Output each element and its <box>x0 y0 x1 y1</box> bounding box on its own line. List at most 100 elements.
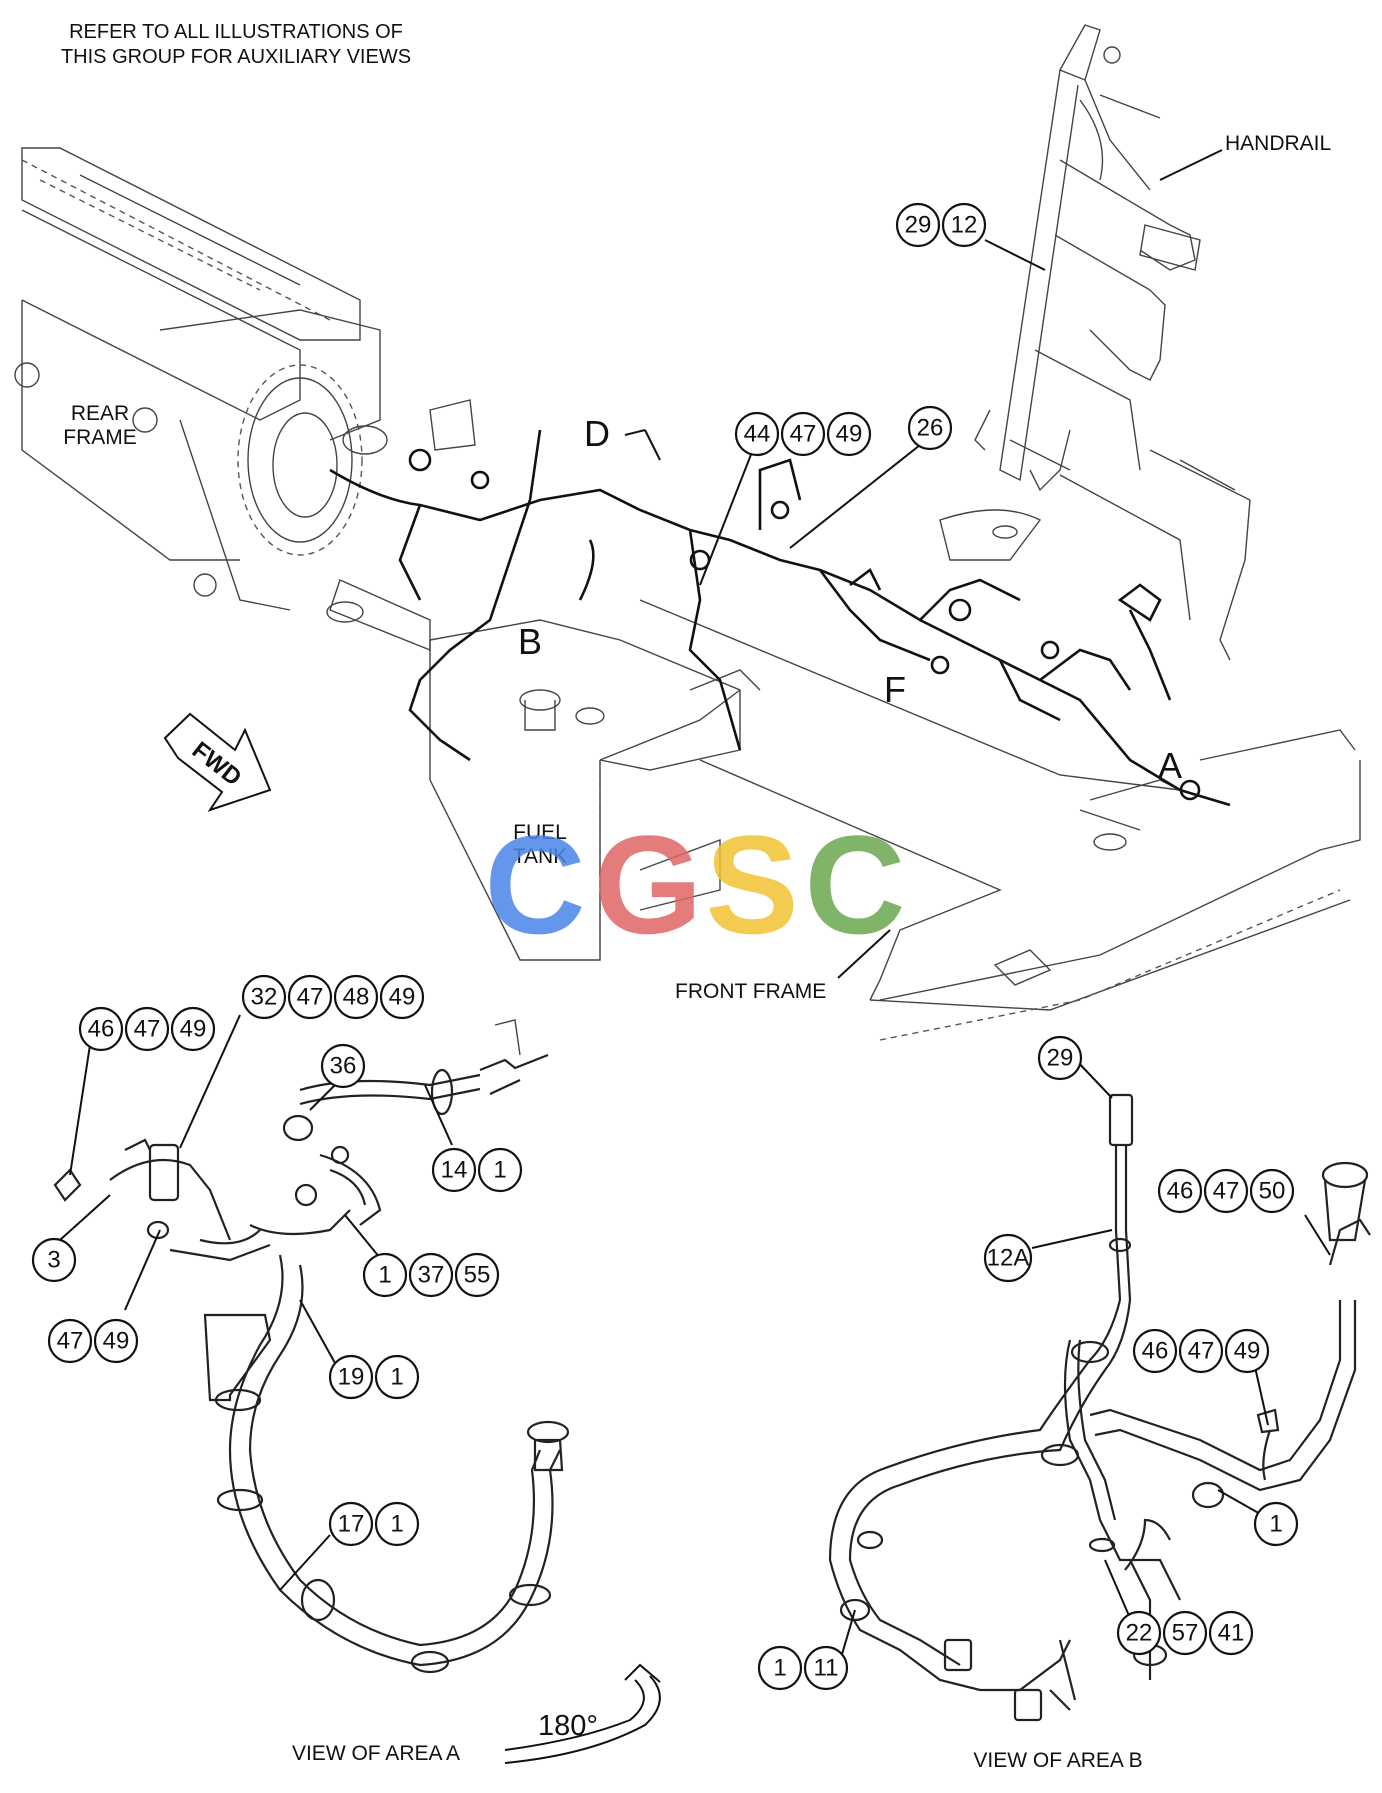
callout-a-1-37-55: 1 37 55 <box>362 1252 500 1298</box>
callout-a-46-47-49: 46 47 49 <box>78 1006 216 1052</box>
fuel-tank-label-1: FUEL <box>513 821 567 844</box>
callout-bubble: 14 <box>431 1147 477 1193</box>
callout-bubble: 49 <box>826 411 872 457</box>
callout-text: 14 <box>441 1157 468 1184</box>
area-a-label: A <box>1158 745 1182 786</box>
callout-bubble: 55 <box>454 1252 500 1298</box>
view-area-a-label: VIEW OF AREA A <box>292 1742 460 1765</box>
callout-a-14-1: 14 1 <box>431 1147 523 1193</box>
rear-frame-label-1: REAR <box>71 402 129 425</box>
rear-frame-label-2: FRAME <box>63 426 137 449</box>
note-line-2: THIS GROUP FOR AUXILIARY VIEWS <box>61 46 411 68</box>
callout-bubble: 49 <box>379 974 425 1020</box>
callout-text: 49 <box>836 421 863 448</box>
callout-text: 29 <box>905 212 932 239</box>
callout-b-46-47-49: 46 47 49 <box>1132 1328 1270 1374</box>
callout-text: 46 <box>1142 1338 1169 1365</box>
callout-text: 1 <box>378 1262 391 1289</box>
callout-bubble: 46 <box>78 1006 124 1052</box>
handrail-label: HANDRAIL <box>1225 132 1331 155</box>
callout-bubble: 47 <box>1203 1168 1249 1214</box>
watermark-letter-c2: C <box>804 806 905 963</box>
callout-bubble: 26 <box>907 405 953 451</box>
callout-bubble: 44 <box>734 411 780 457</box>
callout-text: 47 <box>297 984 324 1011</box>
callout-26: 26 <box>907 405 953 451</box>
callout-text: 47 <box>790 421 817 448</box>
watermark-letter-c1: C <box>484 806 585 963</box>
callout-bubble: 17 <box>328 1501 374 1547</box>
callout-bubble: 12A <box>983 1233 1033 1283</box>
callout-bubble: 32 <box>241 974 287 1020</box>
rotation-arrow <box>504 1663 661 1764</box>
callout-text: 37 <box>418 1262 445 1289</box>
callout-b-1-11: 1 11 <box>757 1645 849 1691</box>
callout-bubble: 47 <box>124 1006 170 1052</box>
callout-text: 1 <box>1269 1511 1282 1538</box>
callout-text: 19 <box>338 1364 365 1391</box>
callout-bubble: 48 <box>333 974 379 1020</box>
callout-b-12a: 12A <box>983 1233 1033 1283</box>
watermark-letter-s: S <box>705 806 798 963</box>
callout-b-1: 1 <box>1253 1501 1299 1547</box>
callout-text: 41 <box>1218 1620 1245 1647</box>
callout-text: 46 <box>1167 1178 1194 1205</box>
callout-text: 47 <box>1213 1178 1240 1205</box>
view-area-b-drawing <box>828 1093 1371 1722</box>
callout-text: 48 <box>343 984 370 1011</box>
callout-bubble: 12 <box>941 202 987 248</box>
callout-text: 47 <box>134 1016 161 1043</box>
callout-a-47-49: 47 49 <box>47 1318 139 1364</box>
callout-bubble: 36 <box>320 1043 366 1089</box>
callout-bubble: 41 <box>1208 1610 1254 1656</box>
callout-bubble: 46 <box>1157 1168 1203 1214</box>
callout-a-32-47-48-49: 32 47 48 49 <box>241 974 425 1020</box>
callout-text: 29 <box>1047 1045 1074 1072</box>
view-area-b-label: VIEW OF AREA B <box>973 1749 1142 1772</box>
area-f-label: F <box>884 669 906 710</box>
handrail-drawing <box>974 24 1201 482</box>
callout-text: 44 <box>744 421 771 448</box>
callout-bubble: 1 <box>1253 1501 1299 1547</box>
callout-bubble: 49 <box>170 1006 216 1052</box>
callout-bubble: 47 <box>780 411 826 457</box>
callout-a-19-1: 19 1 <box>328 1354 420 1400</box>
callout-text: 36 <box>330 1053 357 1080</box>
callout-text: 17 <box>338 1511 365 1538</box>
callout-b-22-57-41: 22 57 41 <box>1116 1610 1254 1656</box>
callout-text: 49 <box>1234 1338 1261 1365</box>
callout-text: 49 <box>180 1016 207 1043</box>
callout-bubble: 19 <box>328 1354 374 1400</box>
callout-b-46-47-50: 46 47 50 <box>1157 1168 1295 1214</box>
callout-text: 32 <box>251 984 278 1011</box>
view-area-a-drawing <box>53 1019 570 1674</box>
area-d-label: D <box>584 413 610 454</box>
callout-a-17-1: 17 1 <box>328 1501 420 1547</box>
callout-bubble: 46 <box>1132 1328 1178 1374</box>
callout-bubble: 29 <box>1037 1035 1083 1081</box>
note-line-1: REFER TO ALL ILLUSTRATIONS OF <box>69 21 403 43</box>
callout-bubble: 22 <box>1116 1610 1162 1656</box>
callout-bubble: 49 <box>1224 1328 1270 1374</box>
callout-text: 46 <box>88 1016 115 1043</box>
callout-text: 26 <box>917 415 944 442</box>
callout-text: 1 <box>773 1655 786 1682</box>
callout-a-36: 36 <box>320 1043 366 1089</box>
callout-text: 55 <box>464 1262 491 1289</box>
callout-bubble: 49 <box>93 1318 139 1364</box>
callout-text: 57 <box>1172 1620 1199 1647</box>
callout-bubble: 47 <box>287 974 333 1020</box>
callout-bubble: 11 <box>803 1645 849 1691</box>
callout-bubble: 37 <box>408 1252 454 1298</box>
rotation-label: 180° <box>538 1710 598 1742</box>
watermark-letter-g: G <box>594 806 703 963</box>
callout-text: 11 <box>814 1655 839 1682</box>
callout-text: 1 <box>390 1511 403 1538</box>
callout-bubble: 50 <box>1249 1168 1295 1214</box>
area-b-label: B <box>518 621 542 662</box>
callout-bubble: 29 <box>895 202 941 248</box>
main-wire-harness <box>329 429 1231 807</box>
callout-text: 49 <box>389 984 416 1011</box>
callout-bubble: 47 <box>1178 1328 1224 1374</box>
